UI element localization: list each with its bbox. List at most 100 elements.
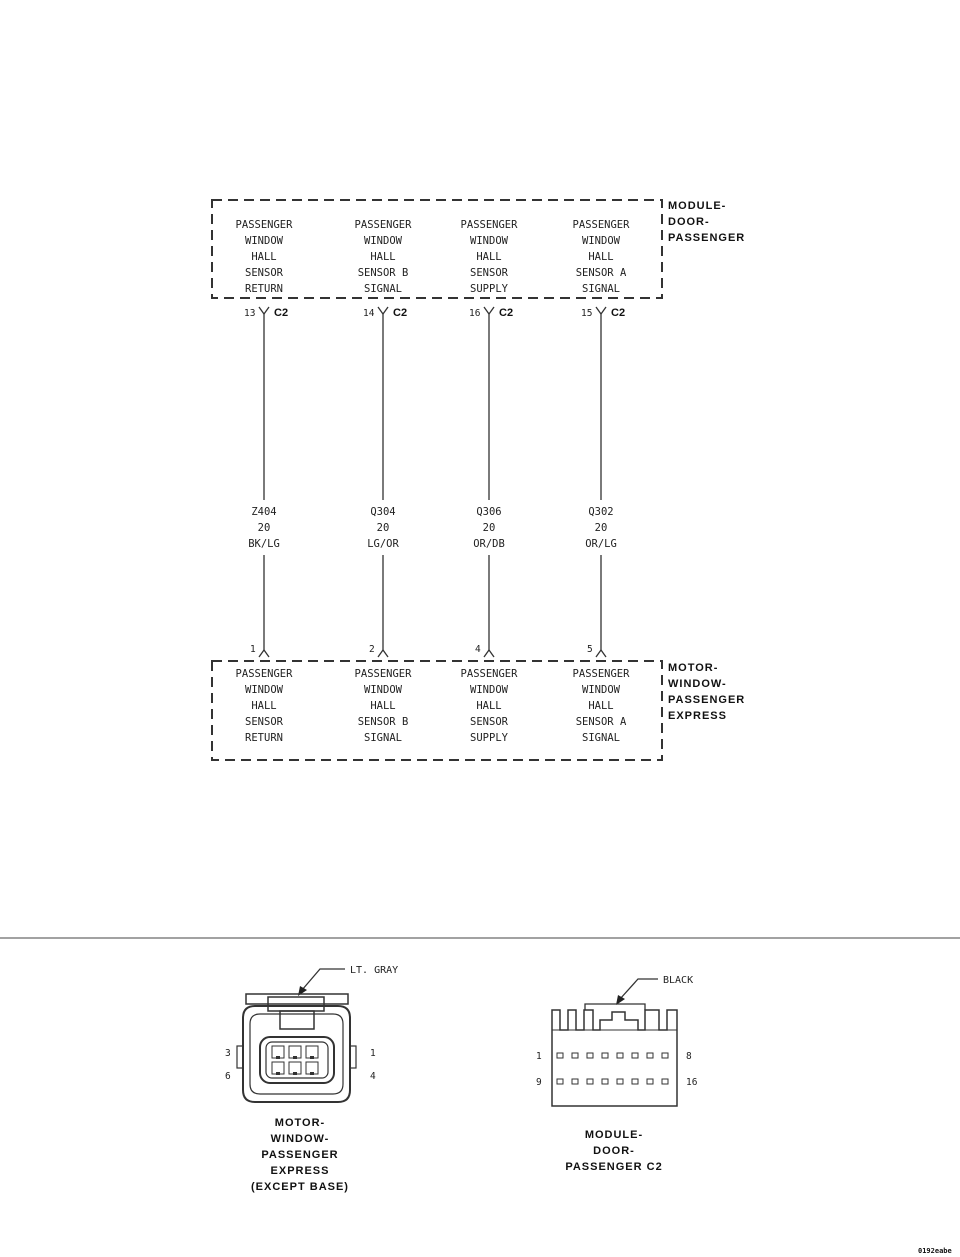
female-terminal-symbol: [377, 306, 389, 316]
pin-label-line: PASSENGER: [236, 668, 294, 680]
pin-label-line: SENSOR: [245, 716, 284, 728]
circuit-id: Q306: [476, 506, 501, 518]
pin-cavity: [571, 1078, 579, 1085]
pin-label-line: PASSENGER: [236, 219, 294, 231]
svg-text:PASSENGER: PASSENGER: [668, 232, 745, 244]
wire-gauge: 20: [595, 522, 608, 534]
pin-label-line: HALL: [251, 700, 276, 712]
bottom-pin-description: PASSENGER WINDOW HALL SENSOR A SIGNAL: [573, 668, 631, 744]
svg-text:MODULE-: MODULE-: [668, 200, 726, 212]
bottom-pin-number: 4: [475, 644, 481, 655]
top-pin-number: 14: [363, 308, 375, 319]
bottom-pin-number: 1: [250, 644, 256, 655]
pin-label-line: SIGNAL: [582, 283, 620, 295]
connector-id: C2: [611, 307, 625, 319]
svg-text:6: 6: [225, 1071, 231, 1082]
pin-label-line: SENSOR A: [576, 267, 627, 279]
svg-text:DOOR-: DOOR-: [593, 1145, 635, 1157]
pin-cavity: [601, 1052, 609, 1059]
svg-text:MODULE-: MODULE-: [585, 1129, 643, 1141]
connector-id: C2: [393, 307, 407, 319]
pin-cavity: [661, 1078, 669, 1085]
pin-cavity: [556, 1052, 564, 1059]
bottom-module-box: [211, 660, 663, 761]
motor-connector-view: LT. GRAY 3 6 1: [225, 965, 398, 1193]
svg-text:3: 3: [225, 1048, 231, 1059]
pin-label-line: SENSOR: [245, 267, 284, 279]
pin-label-line: SUPPLY: [470, 732, 509, 744]
pin-cavity: [646, 1052, 654, 1059]
pin-label-line: HALL: [588, 700, 613, 712]
svg-text:EXPRESS: EXPRESS: [271, 1165, 330, 1177]
top-pin-number: 15: [581, 308, 592, 319]
svg-text:PASSENGER C2: PASSENGER C2: [565, 1161, 662, 1173]
pin-label-line: RETURN: [245, 283, 283, 295]
svg-text:BLACK: BLACK: [663, 975, 693, 986]
male-terminal-symbol: [258, 648, 270, 658]
pin-label-line: WINDOW: [582, 235, 621, 247]
pin-label-line: SENSOR A: [576, 716, 627, 728]
pin-label-line: HALL: [476, 251, 501, 263]
pin-label-line: SUPPLY: [470, 283, 509, 295]
connector-id: C2: [274, 307, 288, 319]
figure-code: 0192eabe: [918, 1247, 952, 1255]
top-module-box: [211, 199, 663, 299]
svg-text:16: 16: [686, 1077, 698, 1088]
pin-label-line: HALL: [370, 700, 395, 712]
female-terminal-symbol: [258, 306, 270, 316]
bottom-pin-number: 2: [369, 644, 375, 655]
svg-text:1: 1: [370, 1048, 376, 1059]
svg-text:PASSENGER: PASSENGER: [668, 694, 745, 706]
pin-label-line: PASSENGER: [461, 219, 519, 231]
pin-cavity: [586, 1078, 594, 1085]
wire-color: OR/LG: [585, 538, 617, 550]
pin-cavity: [661, 1052, 669, 1059]
top-pin-number: 16: [469, 308, 481, 319]
bottom-module-label: MOTOR- WINDOW- PASSENGER EXPRESS: [668, 662, 745, 722]
pin-label-line: HALL: [370, 251, 395, 263]
pin-label-line: WINDOW: [470, 684, 509, 696]
pin-cavity: [616, 1052, 624, 1059]
pin-cavity: [646, 1078, 654, 1085]
pin-label-line: WINDOW: [364, 235, 403, 247]
wire-color: OR/DB: [473, 538, 505, 550]
pin-label-line: RETURN: [245, 732, 283, 744]
top-pin-description: PASSENGER WINDOW HALL SENSOR A SIGNAL: [573, 219, 631, 295]
circuit-id: Q302: [588, 506, 613, 518]
pin-label-line: HALL: [251, 251, 276, 263]
pin-cavity: [616, 1078, 624, 1085]
pin-label-line: HALL: [588, 251, 613, 263]
bottom-pin-description: PASSENGER WINDOW HALL SENSOR RETURN: [236, 668, 294, 744]
circuit-id: Z404: [251, 506, 276, 518]
pin-label-line: WINDOW: [245, 684, 284, 696]
pin-cavity: [631, 1078, 639, 1085]
pin-label-line: SIGNAL: [364, 283, 402, 295]
pin-label-line: SIGNAL: [582, 732, 620, 744]
top-pin-number: 13: [244, 308, 255, 319]
svg-text:LT. GRAY: LT. GRAY: [350, 965, 398, 976]
pin-label-line: WINDOW: [364, 684, 403, 696]
pin-label-line: SENSOR B: [358, 716, 409, 728]
bottom-pin-number: 5: [587, 644, 593, 655]
pin-cavity: [586, 1052, 594, 1059]
pin-label-line: PASSENGER: [573, 668, 631, 680]
male-terminal-symbol: [377, 648, 389, 658]
male-terminal-symbol: [483, 648, 495, 658]
pin-label-line: PASSENGER: [573, 219, 631, 231]
svg-text:MOTOR-: MOTOR-: [275, 1117, 325, 1129]
pin-label-line: HALL: [476, 700, 501, 712]
svg-text:1: 1: [536, 1051, 542, 1062]
circuit-id: Q304: [370, 506, 395, 518]
female-terminal-symbol: [595, 306, 607, 316]
svg-text:4: 4: [370, 1071, 376, 1082]
svg-text:(EXCEPT BASE): (EXCEPT BASE): [251, 1181, 349, 1193]
pin-label-line: WINDOW: [582, 684, 621, 696]
